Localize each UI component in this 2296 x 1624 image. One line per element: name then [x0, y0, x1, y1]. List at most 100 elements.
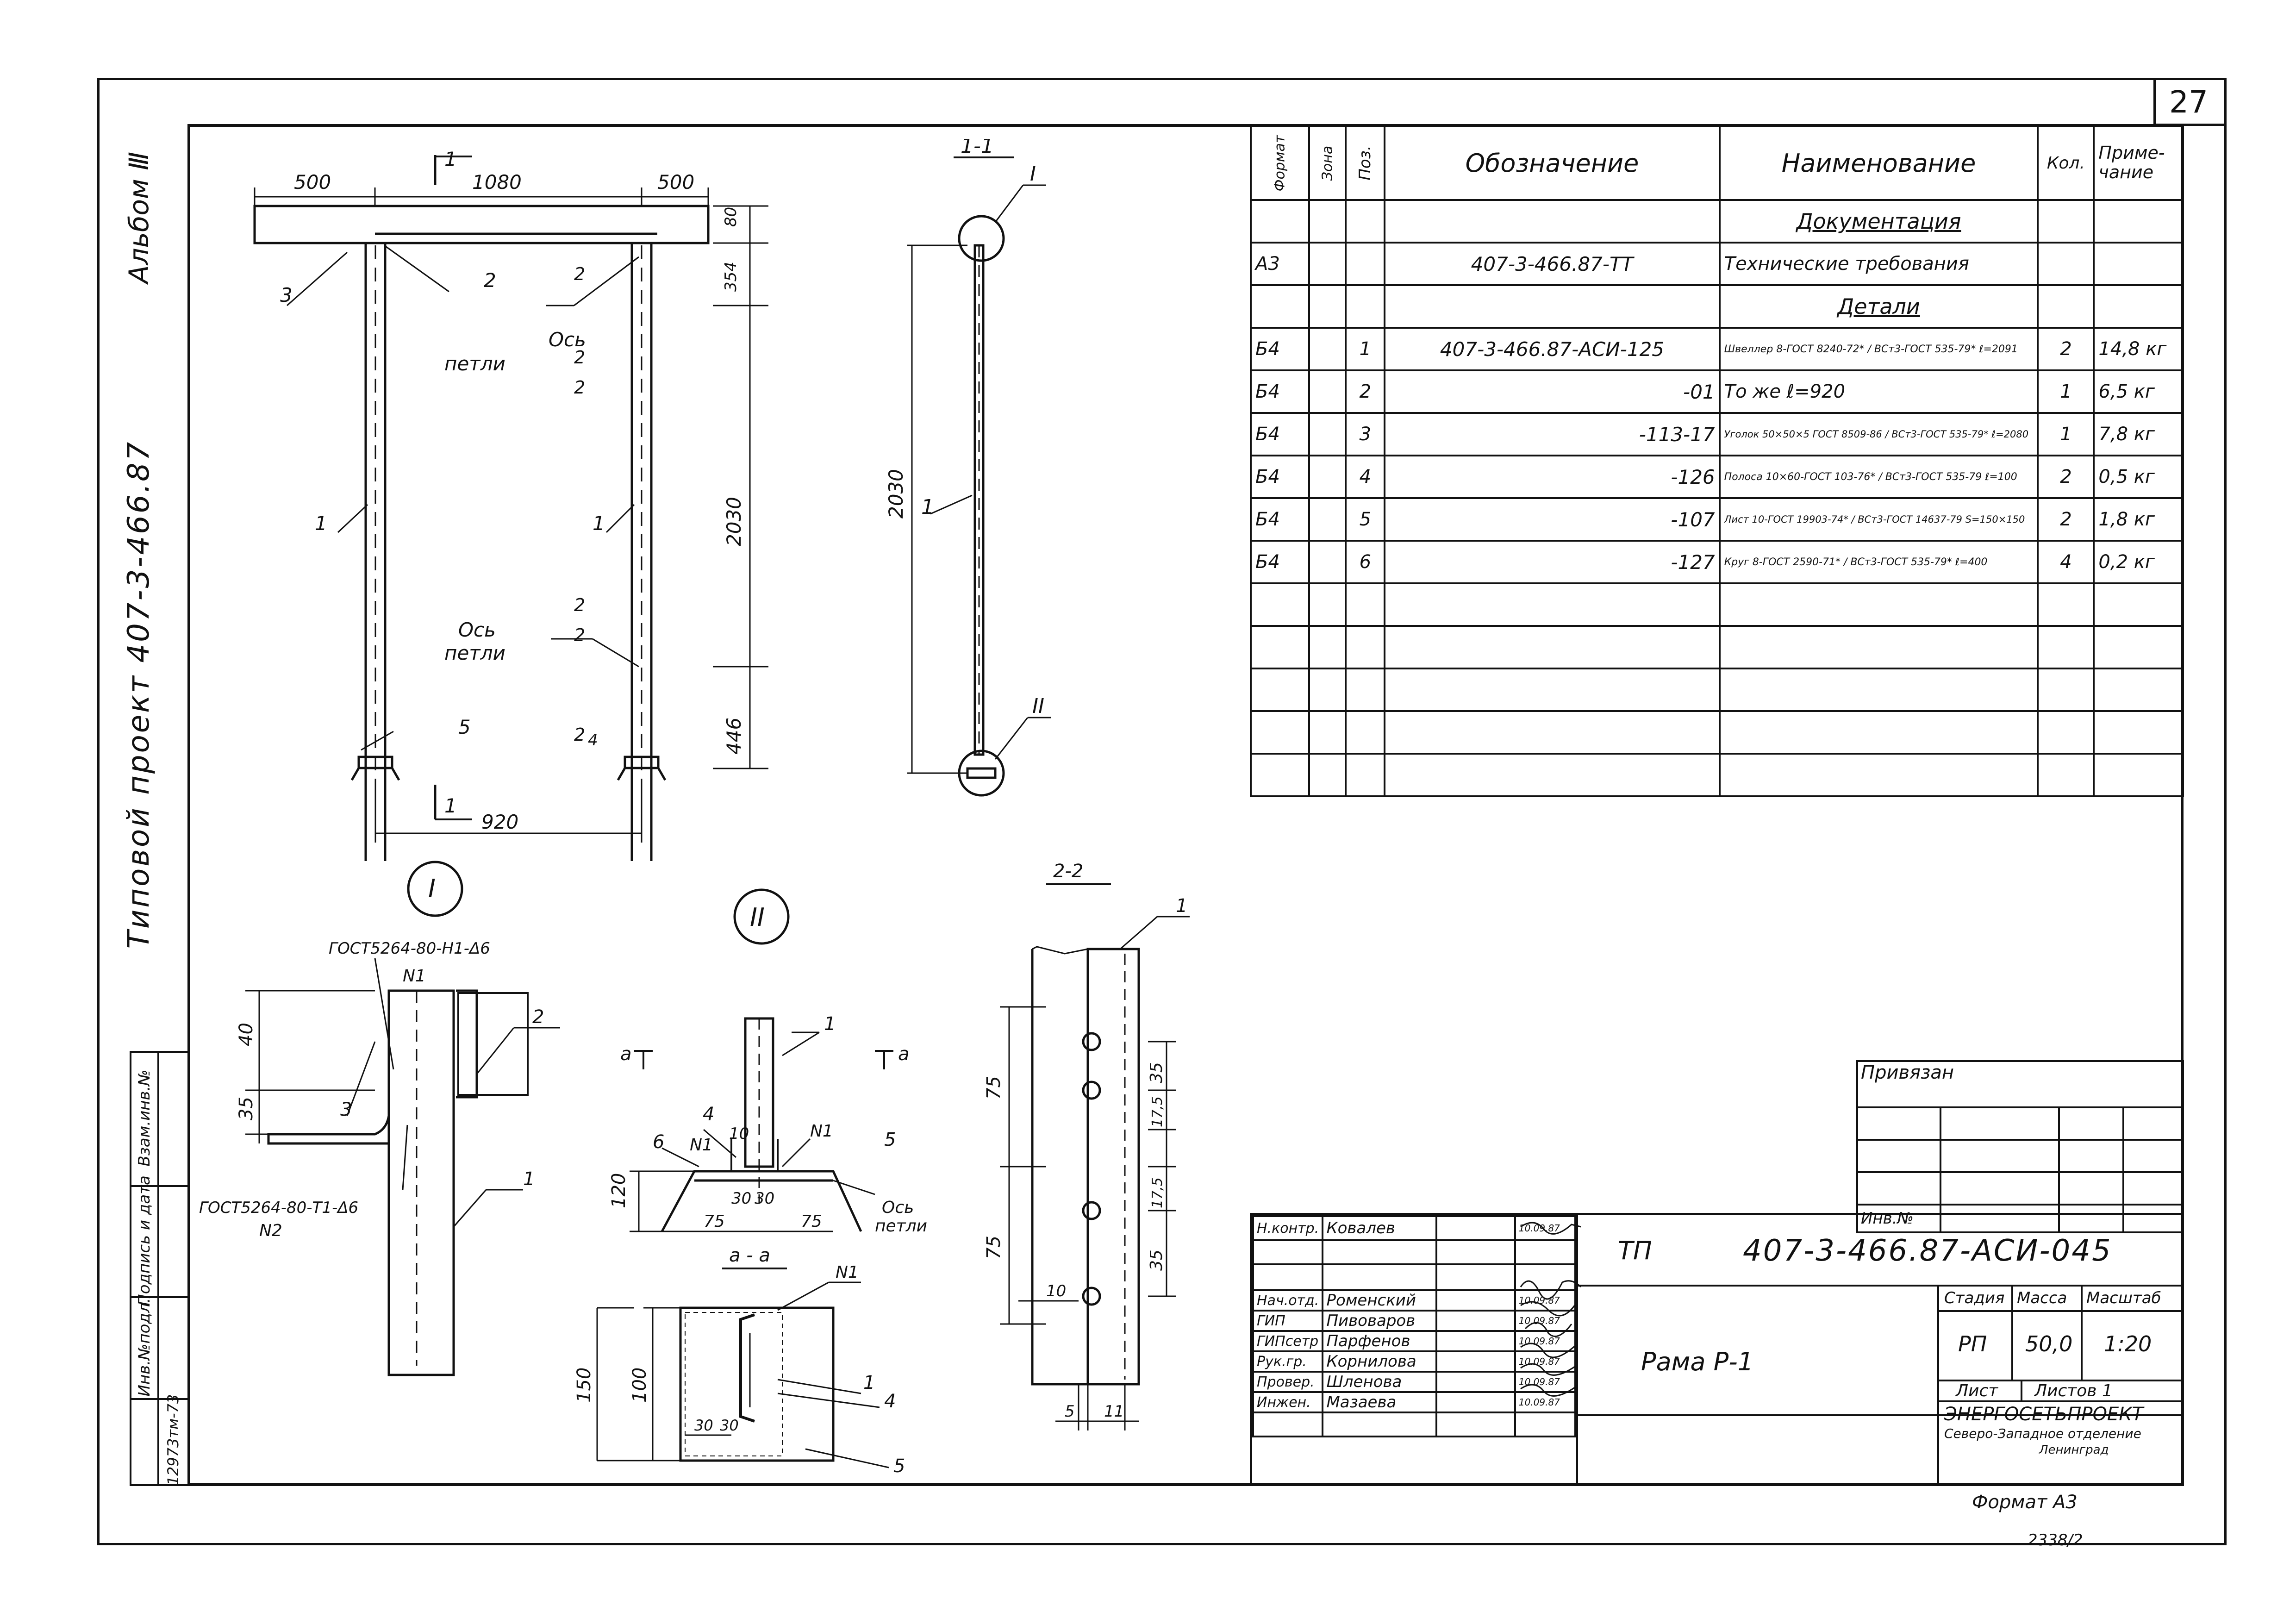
specification-table: Формат Зона Поз. Обозначение Наименовани… — [1250, 125, 2184, 797]
section-2-2-title: 2-2 — [1053, 861, 1083, 882]
spec-empty-row — [1250, 625, 2184, 669]
header-designation: Обозначение — [1384, 125, 1721, 201]
dim-35-upper: 35 — [1147, 1062, 1166, 1083]
tb-divider — [1939, 1310, 2182, 1312]
node-II-a-left: a — [620, 1043, 632, 1065]
node-I-dim-40: 40 — [236, 1023, 257, 1046]
node-I-gost-top: ГОСТ5264-80-Н1-Δ6 — [329, 939, 490, 958]
section-2-mark: 2 — [574, 625, 585, 645]
header-pos: Поз. — [1345, 125, 1386, 201]
signer-row — [1252, 1239, 1577, 1265]
node-I-pos-2: 2 — [532, 1006, 544, 1028]
header-qty: Кол. — [2037, 125, 2095, 201]
binding-title: Привязан — [1856, 1060, 2184, 1108]
tb-divider — [1939, 1380, 2182, 1381]
pos-label-1-right: 1 — [593, 512, 605, 535]
section-a-a-title: a - a — [729, 1245, 770, 1266]
spec-section-docs: Документация — [1250, 199, 2184, 244]
spec-row: Б4 4 -126 Полоса 10×60-ГОСТ 103-76* / ВС… — [1250, 455, 2184, 499]
node-II-axis-line1: Ось — [882, 1198, 914, 1217]
dim-2030: 2030 — [723, 497, 745, 546]
frame-main-view: 500 1080 500 80 354 2030 446 920 1 1 3 2… — [253, 148, 768, 861]
stamp-divider — [130, 1185, 190, 1187]
node-ref-top: I — [1030, 162, 1036, 186]
axis-label-2-line1: Ось — [458, 618, 496, 641]
inner-frame — [187, 124, 2184, 1486]
stamp-col-signature: Подпись и дата — [135, 1175, 154, 1306]
dim-17-5-upper: 17,5 — [1149, 1096, 1166, 1127]
header-name: Наименование — [1718, 125, 2039, 201]
node-I-gost-bottom: ГОСТ5264-80-Т1-Δ6 — [199, 1199, 358, 1217]
spec-row: Б4 5 -107 Лист 10-ГОСТ 19903-74* / ВСт3-… — [1250, 497, 2184, 542]
node-II-pos-6: 6 — [653, 1131, 664, 1153]
sheets-count: Листов 1 — [2034, 1381, 2113, 1400]
section-a-a-dim-150: 150 — [574, 1368, 595, 1403]
org-line1: ЭНЕРГОСЕТЬПРОЕКТ — [1944, 1404, 2144, 1425]
pos-label-2: 2 — [484, 269, 496, 292]
side-stamp — [130, 1051, 190, 1486]
dim-920: 920 — [481, 811, 518, 833]
doc-code: 407-3-466.87-АСИ-045 — [1743, 1234, 2112, 1268]
section-1-1-view: 1-1 2030 1 I II — [885, 139, 1051, 797]
section-a-a-pos-1: 1 — [863, 1372, 875, 1393]
section-2-mark: 2 — [574, 377, 585, 398]
section-2-2-pos: 1 — [1176, 895, 1187, 917]
section-a-a-view: a - a 100 150 30 30 N1 1 4 5 — [574, 1245, 905, 1477]
node-I-pos-1: 1 — [523, 1168, 535, 1190]
node-I-n2: N2 — [259, 1221, 282, 1240]
spec-section-parts: Детали — [1250, 284, 2184, 329]
section-2-mark: 2 — [574, 264, 585, 284]
tb-divider — [2011, 1285, 2013, 1380]
dim-35-lower: 35 — [1147, 1249, 1166, 1271]
org-line3: Ленинград — [2039, 1443, 2109, 1457]
stamp-col-inv-replace: Взам.инв.№ — [135, 1069, 154, 1167]
node-II-dim-10: 10 — [729, 1124, 749, 1143]
spec-empty-row — [1250, 753, 2184, 797]
spec-empty-row — [1250, 710, 2184, 755]
node-I-dim-35: 35 — [236, 1097, 257, 1120]
node-I-pos-3: 3 — [340, 1099, 352, 1120]
axis-label-2-line2: петли — [444, 642, 505, 664]
page-code: 2338/2 — [2028, 1531, 2083, 1549]
section-2-mark: 2 — [574, 347, 585, 368]
header-zone: Зона — [1308, 125, 1347, 201]
dim-10: 10 — [1046, 1282, 1066, 1300]
node-II-pos-5: 5 — [884, 1129, 896, 1150]
node-II-pos-1: 1 — [824, 1013, 836, 1035]
scale-label: Масштаб — [2086, 1289, 2161, 1307]
node-II-dim-75b: 75 — [801, 1212, 822, 1231]
sheet-number-box — [2153, 78, 2227, 126]
stamp-divider — [130, 1296, 190, 1298]
dim-1080: 1080 — [472, 171, 522, 194]
spec-row: Б4 3 -113-17 Уголок 50×50×5 ГОСТ 8509-86… — [1250, 412, 2184, 456]
stamp-inv-value: 12973тм-73 — [164, 1394, 182, 1486]
doc-prefix: ТП — [1618, 1236, 1652, 1265]
binding-inv: Инв.№ — [1856, 1204, 1941, 1233]
dim-17-5-lower: 17,5 — [1149, 1177, 1166, 1208]
signer-row: ГИП Пивоваров 10.09.87 — [1252, 1310, 1577, 1332]
signer-row: Инжен. Мазаева 10.09.87 — [1252, 1391, 1577, 1413]
section-1-1-title: 1-1 — [961, 139, 994, 158]
stamp-divider — [157, 1051, 159, 1486]
section-2-mark: 2 — [574, 595, 585, 615]
axis-label-1-line1: Ось — [549, 328, 586, 351]
signer-row: ГИПсетр Парфенов 10.09.87 — [1252, 1330, 1577, 1352]
section-a-a-n1: N1 — [836, 1263, 859, 1282]
node-II-axis-line2: петли — [875, 1217, 927, 1236]
tb-divider — [2081, 1285, 2083, 1380]
section-a-a-pos-5: 5 — [893, 1455, 905, 1477]
stamp-col-inv: Инв.№подл. — [135, 1298, 154, 1397]
section-2-2-view: 2-2 1 75 75 35 17,5 17,5 35 10 5 11 — [983, 861, 1190, 1430]
node-I-roman: I — [428, 874, 436, 903]
section-parts-label: Детали — [1718, 284, 2039, 329]
spec-empty-row — [1250, 668, 2184, 712]
node-ref-bottom: II — [1032, 694, 1044, 718]
project-label: Типовой проект 407-3-466.87 — [122, 440, 156, 949]
sheet-number: 27 — [2169, 84, 2208, 120]
signatures — [1520, 1222, 1582, 1397]
stage-label: Стадия — [1944, 1289, 2005, 1307]
tb-divider — [1576, 1285, 2182, 1287]
section-2-mark: 2 — [574, 725, 585, 745]
dim-446: 446 — [723, 718, 745, 755]
mass-value: 50,0 — [2025, 1331, 2073, 1356]
